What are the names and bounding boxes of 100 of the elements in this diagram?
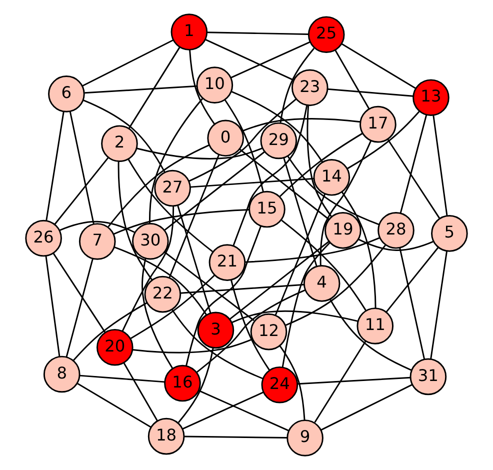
connector <box>122 206 174 332</box>
connector <box>66 258 94 358</box>
node-circle: 4 <box>303 265 340 302</box>
node-circle: 16 <box>164 364 201 402</box>
connector <box>186 226 262 366</box>
connector <box>80 374 165 383</box>
node-circle: 25 <box>308 16 345 54</box>
connector <box>83 99 166 173</box>
connector <box>320 140 372 266</box>
node-circle: 19 <box>324 212 362 249</box>
connector <box>207 32 308 35</box>
node-circle: 15 <box>248 190 286 228</box>
connector <box>342 192 376 308</box>
connector <box>400 114 428 214</box>
node-circle: 18 <box>148 418 185 455</box>
connector <box>123 362 158 422</box>
node-circle: 17 <box>360 106 396 143</box>
connector <box>224 99 264 192</box>
connector <box>279 346 306 420</box>
connector <box>287 156 380 226</box>
connector <box>229 240 330 320</box>
connector <box>128 159 213 252</box>
connector <box>164 251 254 322</box>
node-circle: 26 <box>25 220 62 257</box>
connector <box>341 43 416 89</box>
connector <box>231 90 324 163</box>
connector <box>132 338 253 354</box>
node-circle: 31 <box>410 358 447 396</box>
connector <box>239 148 330 220</box>
connector <box>282 242 331 368</box>
connector <box>108 144 210 228</box>
node-circle: 20 <box>96 328 134 366</box>
connector <box>281 220 366 311</box>
connector <box>46 112 64 221</box>
connector <box>387 139 440 219</box>
connector <box>245 237 380 263</box>
connector <box>114 246 207 316</box>
connector <box>274 194 326 316</box>
connector <box>242 118 360 132</box>
connector <box>128 46 180 128</box>
node-circle: 9 <box>286 420 324 456</box>
connector <box>280 48 315 123</box>
node-circle: 29 <box>260 122 298 160</box>
connector <box>118 161 152 280</box>
node-circle: 28 <box>378 212 414 249</box>
connector <box>130 274 215 340</box>
connector <box>84 85 197 94</box>
connector <box>298 376 410 385</box>
connector <box>430 250 448 360</box>
connector <box>196 290 306 373</box>
connector <box>189 50 216 125</box>
node-circle: 8 <box>43 356 80 393</box>
node-circle: 0 <box>207 120 244 157</box>
connector <box>306 106 332 218</box>
connector <box>346 110 420 170</box>
connector <box>190 178 314 188</box>
connector <box>358 238 434 251</box>
connector <box>386 247 439 312</box>
connector <box>54 157 109 225</box>
node-circle: 23 <box>291 69 328 106</box>
connector <box>314 340 366 423</box>
connector <box>148 98 204 224</box>
connector <box>330 299 412 371</box>
node-circle: 7 <box>78 223 116 260</box>
connector <box>198 390 290 432</box>
connector <box>279 132 363 198</box>
node-circle: 5 <box>431 215 468 252</box>
connector <box>45 256 60 357</box>
connector <box>232 310 358 324</box>
connector <box>328 88 414 97</box>
connector <box>188 98 297 182</box>
node-circle: 27 <box>154 170 191 207</box>
connector <box>205 38 294 81</box>
node-circle: 3 <box>197 312 234 349</box>
connector <box>230 41 310 78</box>
node-circle: 22 <box>144 276 182 313</box>
connector <box>283 157 318 266</box>
connector <box>82 39 174 87</box>
connector <box>72 302 148 362</box>
connector <box>172 309 264 380</box>
connector <box>182 392 264 430</box>
connector <box>69 111 94 224</box>
connector <box>178 348 214 423</box>
node-circle: 10 <box>196 66 234 104</box>
connector <box>184 436 288 438</box>
node-circle: 30 <box>132 222 169 260</box>
connector <box>168 154 220 278</box>
node-circle: 2 <box>101 125 138 162</box>
connector <box>113 208 249 235</box>
connector <box>177 205 212 314</box>
connector <box>164 151 265 231</box>
node-circle: 1 <box>170 14 208 50</box>
connector <box>136 147 263 160</box>
connector <box>334 50 370 110</box>
connector <box>399 248 426 360</box>
connector <box>59 220 136 234</box>
node-circle: 6 <box>48 76 85 112</box>
node-circle: 12 <box>250 313 288 350</box>
node-circle: 14 <box>313 158 350 196</box>
node-circle: 13 <box>412 79 450 116</box>
